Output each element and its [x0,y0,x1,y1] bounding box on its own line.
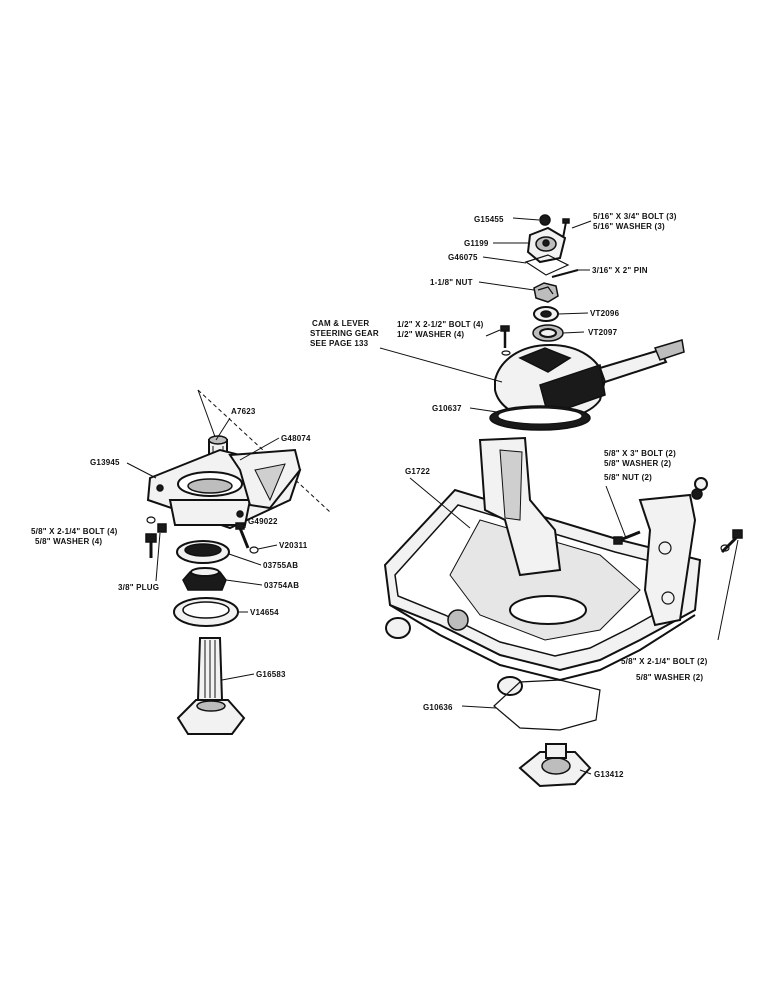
label-cam-lever-2: STEERING GEAR [310,329,379,338]
label-g10636: G10636 [423,703,453,712]
label-pin-316: 3/16" X 2" PIN [592,266,648,275]
label-bolt-58-214-right-1: 5/8" X 2-1/4" BOLT (2) [621,657,708,666]
label-bolt-58-214-right-2: 5/8" WASHER (2) [636,673,703,682]
label-bolt-516: 5/16" X 3/4" BOLT (3) [593,212,677,221]
part-g13412 [518,743,592,788]
part-vt2097 [532,324,564,342]
label-g48074: G48074 [281,434,311,443]
label-g46075: G46075 [448,253,478,262]
part-pin-316 [551,269,579,278]
label-nut-58: 5/8" NUT (2) [604,473,652,482]
part-v20311 [249,546,259,554]
label-bolt-58-214-left-2: 5/8" WASHER (4) [35,537,102,546]
label-g16583: G16583 [256,670,286,679]
part-03755ab [176,540,230,564]
label-vt2096: VT2096 [590,309,620,318]
label-g1722: G1722 [405,467,430,476]
label-v14654: V14654 [250,608,279,617]
part-g10637 [489,405,591,431]
part-nut-118 [533,282,559,303]
part-v14654 [173,597,239,627]
label-g15455: G15455 [474,215,504,224]
part-bolt-12 [500,325,511,356]
label-a7623: A7623 [231,407,256,416]
label-03755ab: 03755AB [263,561,298,570]
part-steering-gear-housing [494,339,685,422]
label-g13945: G13945 [90,458,120,467]
label-g10637: G10637 [432,404,462,413]
label-washer-58-a: 5/8" WASHER (2) [604,459,671,468]
part-g15455 [539,214,551,226]
label-washer-516: 5/16" WASHER (3) [593,222,665,231]
leader-lines [126,217,739,775]
part-03754ab [182,567,227,591]
label-vt2097: VT2097 [588,328,618,337]
label-cam-lever-3: SEE PAGE 133 [310,339,369,348]
label-03754ab: 03754AB [264,581,299,590]
part-vt2096 [533,306,559,322]
part-plug-38 [157,523,167,533]
label-g1199: G1199 [464,239,489,248]
part-g46075 [524,254,570,276]
part-g1722-frame [383,436,702,696]
label-bolt-12: 1/2" X 2-1/2" BOLT (4) [397,320,484,329]
label-bolt-58-214-left-1: 5/8" X 2-1/4" BOLT (4) [31,527,118,536]
part-g1199 [526,226,567,264]
label-nut-118: 1-1/8" NUT [430,278,473,287]
part-g10636 [493,679,601,731]
part-g48074 [228,448,302,510]
labels: G15455 5/16" X 3/4" BOLT (3) 5/16" WASHE… [31,212,708,779]
label-washer-12: 1/2" WASHER (4) [397,330,464,339]
label-g49022: G49022 [248,517,278,526]
part-bolt-58-214-left [145,516,157,558]
label-bolt-58-3: 5/8" X 3" BOLT (2) [604,449,676,458]
label-g13412: G13412 [594,770,624,779]
label-cam-lever-1: CAM & LEVER [312,319,369,328]
part-bolt-58-214-right [720,529,743,554]
part-bolt-516 [562,218,570,239]
label-plug-38: 3/8" PLUG [118,583,159,592]
label-v20311: V20311 [279,541,308,550]
part-g49022 [235,522,250,549]
part-nut-58 [691,477,708,500]
part-bolt-58-3 [613,530,641,545]
part-g16583 [176,637,246,735]
